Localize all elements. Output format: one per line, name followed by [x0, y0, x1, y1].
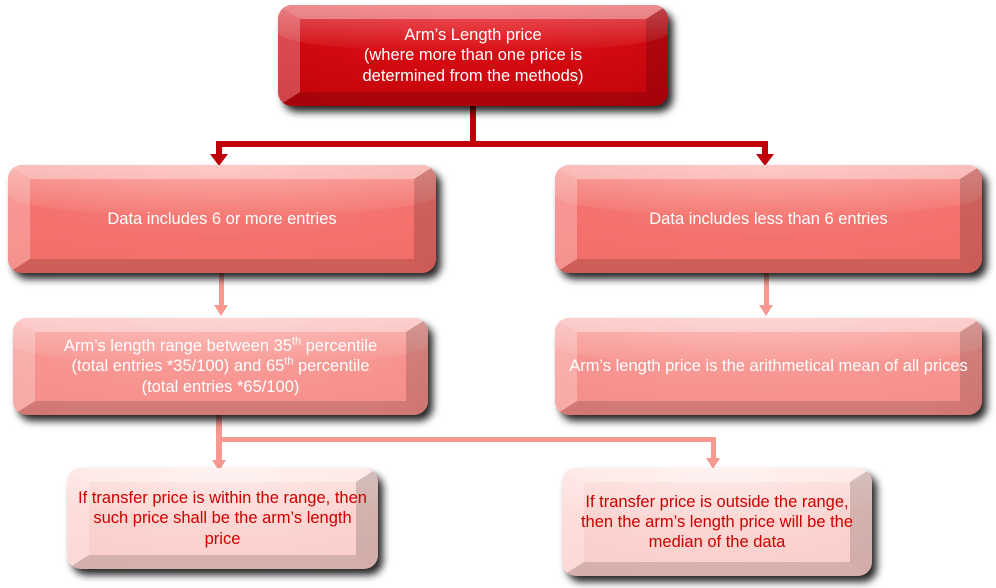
node-right-outcome[interactable]: If transfer price is outside the range, … [562, 468, 872, 576]
gloss-overlay [555, 165, 982, 215]
node-left-condition[interactable]: Data includes 6 or more entries [8, 165, 436, 273]
node-label: Data includes 6 or more entries [107, 209, 337, 228]
arrowhead-to-right-outcome [706, 458, 720, 469]
rule-superscript-1: th [291, 335, 302, 348]
connector-root-horizontal [216, 141, 768, 147]
node-label: Data includes less than 6 entries [649, 209, 888, 228]
arrowhead-to-left-condition [210, 154, 228, 166]
connector-right-condition-to-rule [764, 272, 769, 308]
gloss-overlay [8, 165, 436, 215]
connector-root-drop-left [216, 141, 222, 157]
node-label: If transfer price is outside the range, … [580, 492, 854, 552]
title-line-2: (where more than one price is [363, 46, 583, 65]
node-label: If transfer price is within the range, t… [78, 489, 367, 548]
node-label: Arm’s length price is the arithmetical m… [569, 357, 968, 376]
connector-outcome-drop-right [711, 437, 716, 461]
rule-superscript-2: th [284, 355, 294, 368]
rule-text-pre: Arm’s length range between 35 [63, 337, 292, 356]
node-right-rule[interactable]: Arm’s length price is the arithmetical m… [555, 318, 982, 415]
node-label: Arm’s Length price(where more than one p… [352, 25, 593, 85]
node-arms-length-price[interactable]: Arm’s Length price(where more than one p… [278, 5, 668, 106]
node-label: Arm’s length range between 35th percenti… [54, 336, 387, 396]
node-left-outcome[interactable]: If transfer price is within the range, t… [67, 468, 378, 569]
arrowhead-to-right-rule [759, 305, 773, 316]
connector-outcome-horizontal [216, 437, 716, 442]
title-line-3: determined from the methods) [362, 66, 584, 85]
arrowhead-to-left-rule [214, 305, 228, 316]
arrowhead-to-left-outcome [212, 460, 226, 471]
rule-text-post: percentile (total entries *65/100) [141, 357, 370, 396]
rule-text-mid: percentile (total entries *35/100) and 6… [71, 337, 378, 376]
title-line-1: Arm’s Length price [404, 26, 542, 45]
node-right-condition[interactable]: Data includes less than 6 entries [555, 165, 982, 273]
node-left-rule[interactable]: Arm’s length range between 35th percenti… [13, 318, 428, 415]
connector-left-condition-to-rule [219, 272, 224, 308]
connector-root-stem [470, 105, 476, 147]
connector-root-drop-right [762, 141, 768, 157]
arrowhead-to-right-condition [756, 154, 774, 166]
